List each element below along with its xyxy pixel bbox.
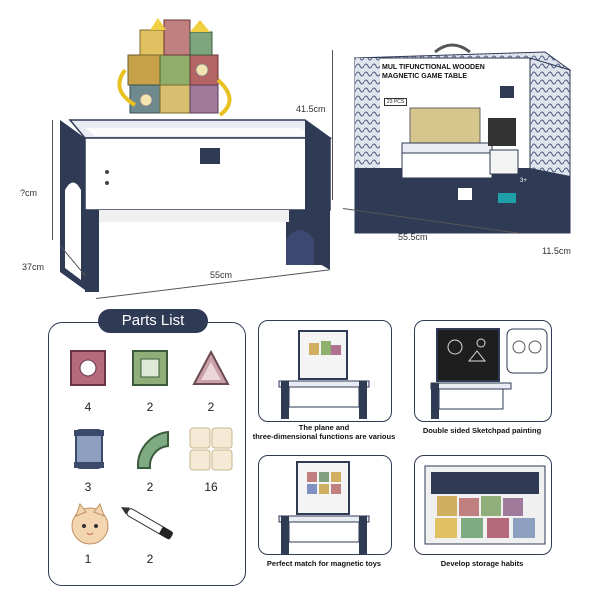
feature-caption-1-line2: three-dimensional functions are various — [252, 432, 396, 442]
parts-count: 3 — [84, 480, 92, 494]
box-width-label: 55.5cm — [398, 232, 428, 242]
feature-panel-2 — [414, 320, 552, 422]
square-window-tile-icon — [70, 350, 106, 391]
feature-3-illustration — [278, 461, 370, 554]
parts-count: 16 — [204, 480, 218, 494]
feature-2-illustration — [430, 328, 548, 419]
triangle-tile-icon — [192, 349, 230, 391]
sticker-sheet-icon — [188, 426, 234, 477]
square-frame-tile-icon — [132, 350, 168, 391]
table-svg — [60, 18, 333, 292]
parts-count: 2 — [146, 400, 154, 414]
box-title-line2: MAGNETIC GAME TABLE — [382, 73, 468, 81]
feature-panel-1 — [258, 320, 392, 422]
box-height-label: 41.5cm — [296, 104, 326, 114]
table-width-label: 55cm — [210, 270, 233, 280]
tube-connector-icon — [72, 428, 106, 475]
feature-caption-1-line1: The plane and — [298, 423, 350, 432]
feature-4-illustration — [424, 465, 546, 545]
feature-caption-1: The plane and three-dimensional function… — [248, 423, 400, 442]
feature-panel-4 — [414, 455, 552, 555]
cat-eraser-icon — [68, 502, 112, 551]
parts-count: 4 — [84, 400, 92, 414]
feature-caption-2: Double sided Sketchpad painting — [422, 426, 542, 435]
box-depth-label: 11.5cm — [542, 246, 571, 256]
product-table-illustration — [50, 10, 350, 300]
parts-list-title: Parts List — [98, 309, 208, 333]
box-title-line1: MUL TIFUNCTIONAL WOODEN — [382, 64, 485, 71]
box-height-dim-line — [332, 50, 333, 200]
box-title: MUL TIFUNCTIONAL WOODEN MAGNETIC GAME TA… — [382, 63, 492, 81]
curved-track-icon — [132, 428, 170, 475]
box-feature-icon — [458, 188, 472, 200]
feature-panel-3 — [258, 455, 392, 555]
box-age-badge: 3+ — [520, 178, 527, 184]
feature-caption-4: Develop storage habits — [440, 559, 524, 568]
logo-badge — [200, 148, 220, 164]
magnetic-tower — [117, 18, 234, 134]
feature-1-illustration — [278, 330, 370, 419]
parts-count: 1 — [84, 552, 92, 566]
height-dim-line — [52, 120, 53, 240]
parts-count: 2 — [146, 480, 154, 494]
table-height-label: ?cm — [20, 188, 38, 198]
parts-count: 2 — [207, 400, 215, 414]
box-corner-tag: 23 PCS — [384, 98, 408, 106]
marker-pen-icon — [120, 500, 180, 555]
table-depth-label: 37cm — [22, 262, 45, 272]
parts-count: 2 — [146, 552, 154, 566]
feature-caption-3: Perfect match for magnetic toys — [266, 559, 382, 568]
